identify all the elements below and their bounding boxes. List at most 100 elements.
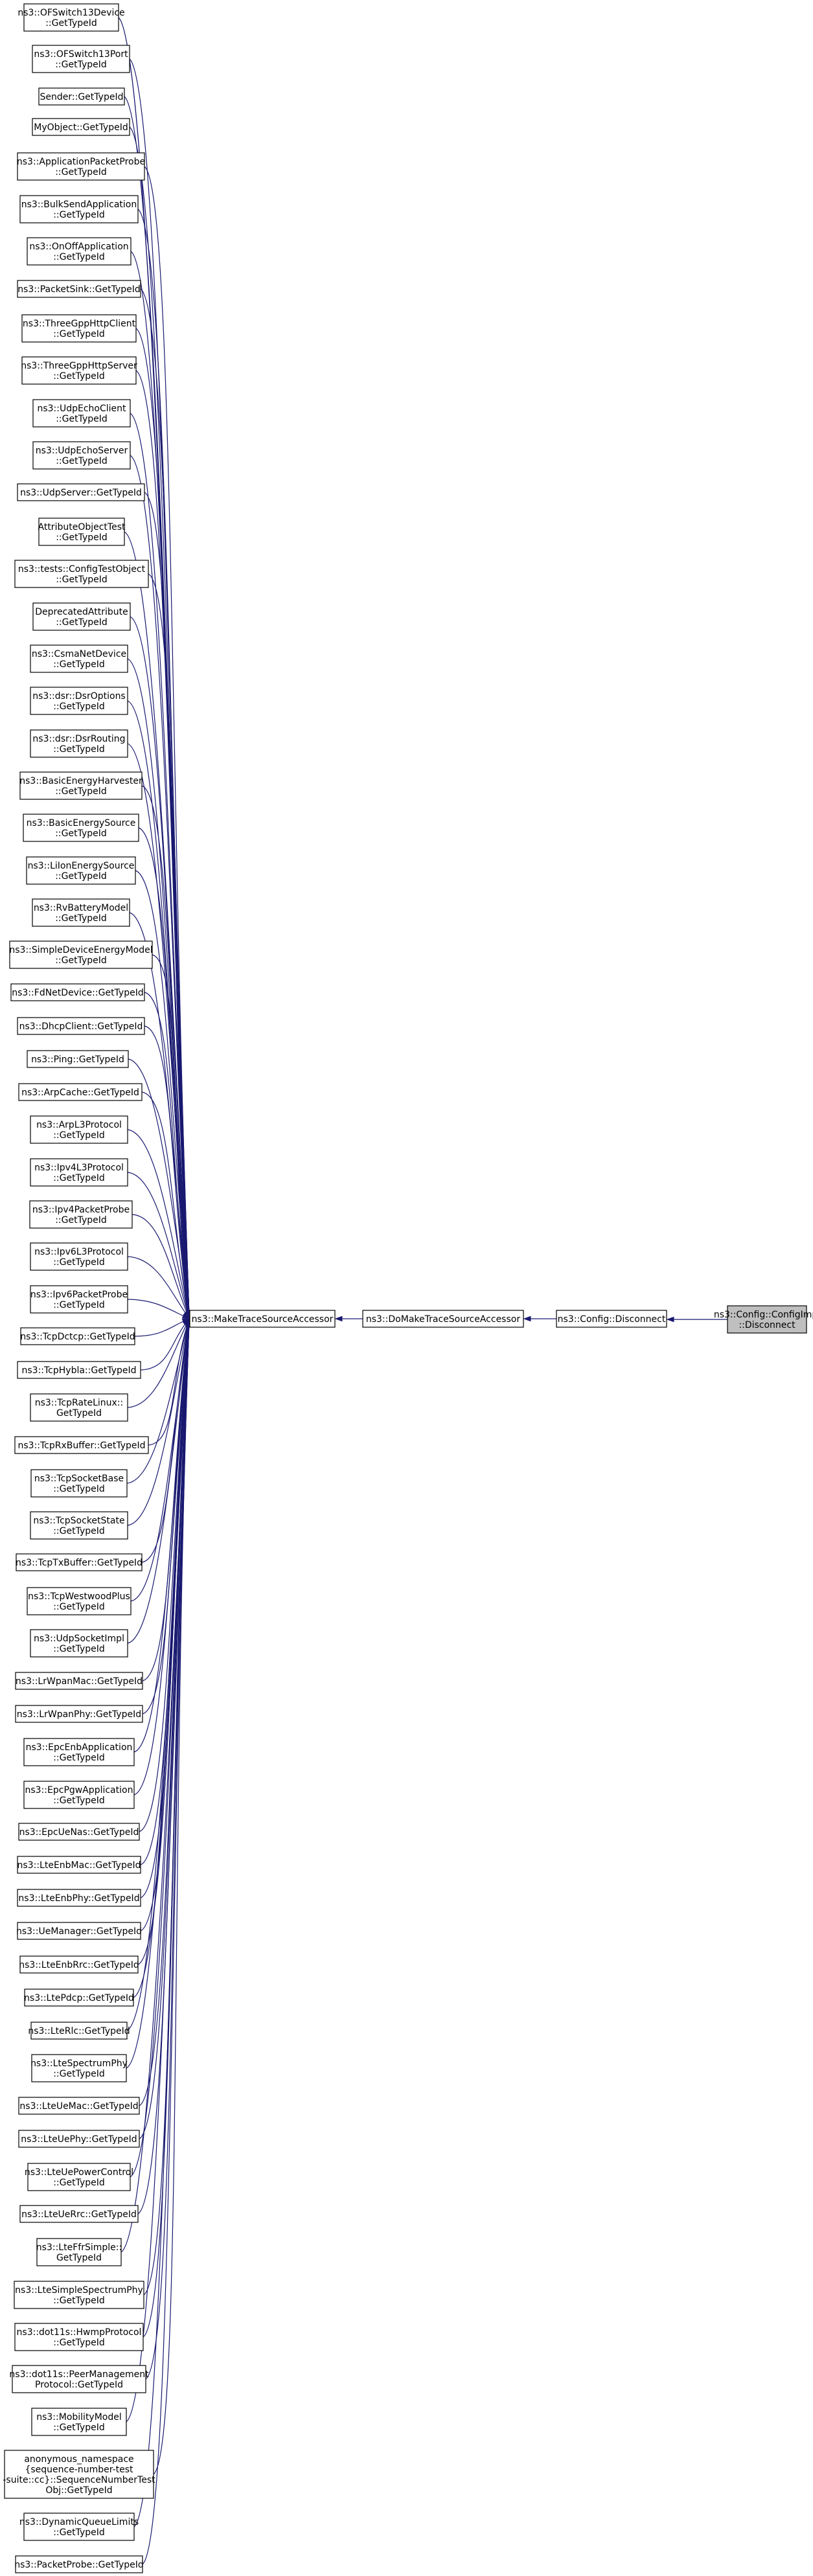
caller-node[interactable]: ns3::UdpSocketImpl::GetTypeId xyxy=(30,1629,128,1658)
caller-node[interactable]: ns3::TcpHybla::GetTypeId xyxy=(17,1361,141,1379)
node-label: ns3::EpcUeNas::GetTypeId xyxy=(19,1827,139,1838)
caller-node[interactable]: ns3::OFSwitch13Port::GetTypeId xyxy=(32,45,130,73)
caller-node[interactable]: ns3::LteRlc::GetTypeId xyxy=(28,2022,130,2040)
caller-node[interactable]: AttributeObjectTest::GetTypeId xyxy=(38,518,126,546)
node-box xyxy=(30,644,128,673)
graph-nodes: ns3::MakeTraceSourceAccessor ns3::OFSwitc… xyxy=(3,3,813,2573)
caller-node[interactable]: ns3::dsr::DsrOptions::GetTypeId xyxy=(30,687,128,715)
caller-node[interactable]: ns3::BulkSendApplication::GetTypeId xyxy=(19,195,139,223)
caller-node[interactable]: ns3::LrWpanPhy::GetTypeId xyxy=(15,1705,143,1723)
caller-node[interactable]: ns3::dot11s::PeerManagementProtocol::Get… xyxy=(9,2365,149,2393)
caller-node[interactable]: MyObject::GetTypeId xyxy=(32,118,130,136)
node-configimpl-disconnect[interactable]: ns3::Config::ConfigImpl::Disconnect xyxy=(714,1305,813,1334)
caller-node[interactable]: ns3::UdpEchoClient::GetTypeId xyxy=(32,399,131,427)
caller-node[interactable]: ns3::dot11s::HwmpProtocol::GetTypeId xyxy=(14,2323,144,2351)
caller-node[interactable]: ns3::LteUeRrc::GetTypeId xyxy=(19,2205,139,2223)
caller-node[interactable]: ns3::SimpleDeviceEnergyModel::GetTypeId xyxy=(9,940,153,969)
caller-node[interactable]: ns3::UeManager::GetTypeId xyxy=(16,1922,142,1940)
caller-node[interactable]: ns3::UdpEchoServer::GetTypeId xyxy=(32,441,131,470)
node-label: ::GetTypeId xyxy=(53,329,105,339)
caller-node[interactable]: ns3::DynamicQueueLimits::GetTypeId xyxy=(19,2513,139,2541)
caller-node[interactable]: ns3::PacketProbe::GetTypeId xyxy=(14,2555,144,2573)
caller-node[interactable]: ns3::TcpSocketState::GetTypeId xyxy=(30,1511,128,1540)
caller-node[interactable]: ns3::LteEnbRrc::GetTypeId xyxy=(19,1955,139,1974)
caller-node[interactable]: ns3::OFSwitch13Device::GetTypeId xyxy=(17,3,125,32)
call-edge xyxy=(140,1318,190,1371)
caller-node[interactable]: ns3::Ipv6L3Protocol::GetTypeId xyxy=(30,1242,128,1271)
caller-node[interactable]: ns3::ThreeGppHttpServer::GetTypeId xyxy=(21,356,137,385)
caller-node[interactable]: Sender::GetTypeId xyxy=(38,87,125,106)
caller-node[interactable]: ns3::LrWpanMac::GetTypeId xyxy=(15,1672,143,1690)
caller-node[interactable]: ns3::dsr::DsrRouting::GetTypeId xyxy=(30,729,128,758)
caller-node[interactable]: ns3::DhcpClient::GetTypeId xyxy=(17,1017,145,1035)
caller-node[interactable]: ns3::LteSpectrumPhy::GetTypeId xyxy=(30,2054,128,2082)
call-edge xyxy=(127,1319,190,1644)
call-edge xyxy=(127,1319,190,1526)
node-label: ::GetTypeId xyxy=(55,167,107,177)
node-do-make-trace-source-accessor[interactable]: ns3::DoMakeTraceSourceAccessor xyxy=(362,1310,524,1328)
caller-node[interactable]: ns3::LteFfrSimple::GetTypeId xyxy=(36,2238,122,2266)
caller-node[interactable]: ns3::LteUePowerControl::GetTypeId xyxy=(25,2163,133,2191)
caller-node[interactable]: ns3::LiIonEnergySource::GetTypeId xyxy=(26,856,136,885)
caller-node[interactable]: anonymous_namespace{sequence-number-test… xyxy=(3,2450,155,2499)
caller-node[interactable]: ns3::LtePdcp::GetTypeId xyxy=(24,1989,134,2007)
caller-node[interactable]: ns3::EpcUeNas::GetTypeId xyxy=(18,1823,140,1841)
node-label: ns3::EpcEnbApplication xyxy=(26,1742,133,1753)
caller-node[interactable]: ns3::PacketSink::GetTypeId xyxy=(17,280,141,298)
caller-node[interactable]: ns3::Ping::GetTypeId xyxy=(27,1050,129,1068)
caller-node[interactable]: ns3::ApplicationPacketProbe::GetTypeId xyxy=(17,152,145,181)
caller-node[interactable]: ns3::Ipv4PacketProbe::GetTypeId xyxy=(29,1200,133,1229)
node-label: -suite::cc}::SequenceNumberTest xyxy=(3,2475,155,2485)
caller-node[interactable]: ns3::ArpCache::GetTypeId xyxy=(18,1083,143,1101)
caller-node[interactable]: ns3::CsmaNetDevice::GetTypeId xyxy=(30,644,128,673)
node-label: ns3::LteEnbPhy::GetTypeId xyxy=(18,1893,139,1904)
call-edge xyxy=(148,573,190,1318)
caller-node[interactable]: ns3::ArpL3Protocol::GetTypeId xyxy=(30,1115,128,1144)
node-label: ns3::OnOffApplication xyxy=(29,242,128,252)
caller-node[interactable]: ns3::tests::ConfigTestObject::GetTypeId xyxy=(14,560,149,588)
caller-node[interactable]: ns3::ThreeGppHttpClient::GetTypeId xyxy=(21,314,137,343)
node-label: MyObject::GetTypeId xyxy=(34,122,128,133)
caller-node[interactable]: ns3::TcpDctcp::GetTypeId xyxy=(20,1327,135,1345)
node-config-disconnect[interactable]: ns3::Config::Disconnect xyxy=(556,1310,667,1328)
caller-node[interactable]: ns3::BasicEnergyHarvester::GetTypeId xyxy=(19,771,143,800)
caller-node[interactable]: ns3::FdNetDevice::GetTypeId xyxy=(10,983,145,1001)
caller-node[interactable]: ns3::TcpRateLinux::GetTypeId xyxy=(30,1393,128,1422)
node-label: ns3::OFSwitch13Device xyxy=(17,8,124,18)
caller-node[interactable]: ns3::EpcPgwApplication::GetTypeId xyxy=(23,1781,135,1809)
caller-node[interactable]: ns3::OnOffApplication::GetTypeId xyxy=(27,237,132,266)
caller-node[interactable]: ns3::Ipv4L3Protocol::GetTypeId xyxy=(30,1158,128,1187)
caller-node[interactable]: ns3::MobilityModel::GetTypeId xyxy=(31,2408,127,2436)
node-box xyxy=(16,1553,143,1571)
node-box xyxy=(17,1922,141,1940)
node-box xyxy=(21,314,137,343)
caller-node[interactable]: ns3::LteEnbPhy::GetTypeId xyxy=(17,1889,141,1907)
node-make-trace-source-accessor[interactable]: ns3::MakeTraceSourceAccessor xyxy=(189,1310,336,1328)
call-edge xyxy=(152,954,190,1319)
node-box xyxy=(26,856,136,885)
node-label: ns3::LteUeMac::GetTypeId xyxy=(19,2101,138,2112)
caller-node[interactable]: ns3::Ipv6PacketProbe::GetTypeId xyxy=(30,1285,128,1314)
caller-node[interactable]: ns3::RvBatteryModel::GetTypeId xyxy=(32,898,130,927)
node-box xyxy=(23,1738,135,1766)
node-label: AttributeObjectTest xyxy=(38,522,126,532)
caller-node[interactable]: ns3::LteUeMac::GetTypeId xyxy=(18,2097,140,2115)
caller-node[interactable]: ns3::BasicEnergySource::GetTypeId xyxy=(23,814,139,842)
caller-node[interactable]: ns3::TcpRxBuffer::GetTypeId xyxy=(14,1436,149,1454)
caller-node[interactable]: DeprecatedAttribute::GetTypeId xyxy=(32,602,131,631)
caller-node[interactable]: ns3::LteSimpleSpectrumPhy::GetTypeId xyxy=(14,2281,144,2309)
node-label: ::GetTypeId xyxy=(53,2069,105,2079)
node-box xyxy=(14,2323,144,2351)
node-label: ::GetTypeId xyxy=(56,456,108,466)
node-box xyxy=(32,602,131,631)
caller-node[interactable]: ns3::TcpWestwoodPlus::GetTypeId xyxy=(27,1587,132,1615)
caller-node[interactable]: ns3::LteUePhy::GetTypeId xyxy=(18,2130,140,2148)
node-box xyxy=(17,483,145,501)
caller-node[interactable]: ns3::UdpServer::GetTypeId xyxy=(17,483,145,501)
caller-node[interactable]: ns3::EpcEnbApplication::GetTypeId xyxy=(23,1738,135,1766)
node-box xyxy=(27,1587,132,1615)
caller-node[interactable]: ns3::LteEnbMac::GetTypeId xyxy=(17,1856,141,1874)
node-box xyxy=(31,2408,127,2436)
caller-node[interactable]: ns3::TcpSocketBase::GetTypeId xyxy=(30,1469,128,1498)
caller-node[interactable]: ns3::TcpTxBuffer::GetTypeId xyxy=(16,1553,143,1571)
